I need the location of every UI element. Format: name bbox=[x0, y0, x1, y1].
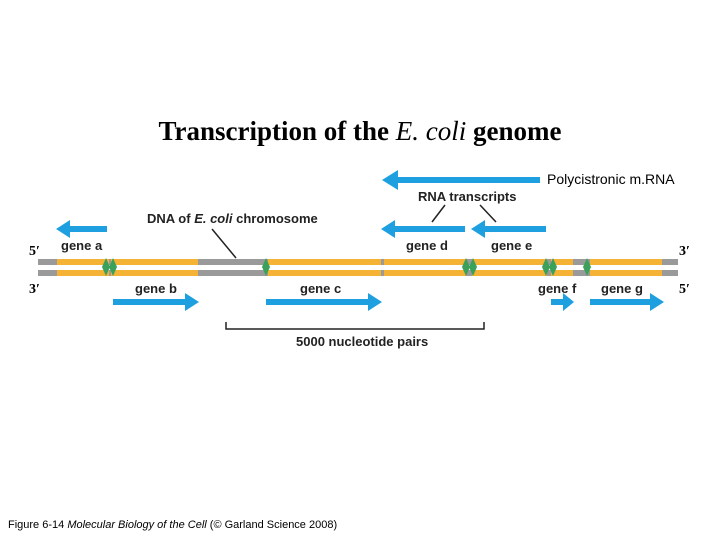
gene-f-label: gene f bbox=[538, 281, 577, 296]
gene-d-label: gene d bbox=[406, 238, 448, 253]
rna-transcripts-pointer bbox=[431, 204, 446, 223]
junction-markers bbox=[102, 258, 591, 276]
gene-g-arrow bbox=[590, 293, 664, 311]
gene-b-label: gene b bbox=[135, 281, 177, 296]
figure-caption: Figure 6-14 Molecular Biology of the Cel… bbox=[8, 519, 338, 531]
rna-transcripts-label: RNA transcripts bbox=[418, 189, 516, 204]
gene-a-label: gene a bbox=[61, 238, 103, 253]
gene-e-label: gene e bbox=[491, 238, 532, 253]
gene-a-arrow bbox=[56, 220, 107, 238]
gene-d-arrow bbox=[381, 220, 465, 238]
page-title: Transcription of the E. coli genome bbox=[158, 116, 562, 146]
junction-marker bbox=[549, 258, 557, 276]
polycistronic-mrna-arrow bbox=[382, 170, 540, 190]
gene-g-label: gene g bbox=[601, 281, 643, 296]
junction-marker bbox=[469, 258, 477, 276]
gene-c-arrow bbox=[266, 293, 382, 311]
gene-b-arrow bbox=[113, 293, 199, 311]
junction-marker bbox=[462, 258, 470, 276]
polycistronic-label: Polycistronic m.RNA bbox=[547, 171, 675, 187]
strand-end-bottom-left: 3′ bbox=[29, 282, 40, 297]
junction-marker bbox=[583, 258, 591, 276]
gene-f-arrow bbox=[551, 293, 574, 311]
rna-transcripts-pointer bbox=[479, 204, 497, 223]
junction-marker bbox=[102, 258, 110, 276]
gene-c-label: gene c bbox=[300, 281, 341, 296]
strand-end-top-right: 3′ bbox=[679, 244, 690, 259]
strand-end-top-left: 5′ bbox=[29, 244, 40, 259]
junction-marker bbox=[262, 258, 270, 276]
scale-bar bbox=[225, 322, 485, 330]
gene-segments bbox=[57, 259, 662, 276]
dna-label: DNA of E. coli chromosome bbox=[147, 211, 318, 226]
gene-e-arrow bbox=[471, 220, 546, 238]
scale-label: 5000 nucleotide pairs bbox=[296, 334, 428, 349]
junction-marker bbox=[109, 258, 117, 276]
dna-label-pointer bbox=[211, 228, 237, 259]
junction-marker bbox=[542, 258, 550, 276]
strand-end-bottom-right: 5′ bbox=[679, 282, 690, 297]
